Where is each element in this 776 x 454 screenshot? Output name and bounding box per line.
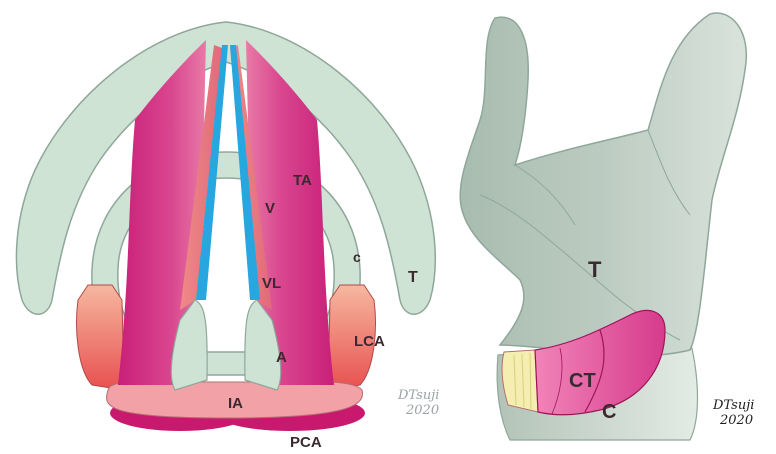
superior-view: TA V VL c T LCA A IA PCA DTsuji 2020 — [16, 22, 439, 451]
label-a: A — [276, 349, 287, 366]
label-t-left: T — [408, 269, 418, 286]
label-c-small: c — [353, 249, 361, 265]
signature-name-right: DTsuji — [712, 398, 754, 413]
label-ta: TA — [293, 172, 312, 189]
label-t-right: T — [588, 257, 602, 282]
signature-year-left: 2020 — [405, 403, 439, 418]
label-vl: VL — [262, 275, 281, 292]
label-pca: PCA — [290, 434, 322, 451]
lateral-view: T CT C DTsuji 2020 — [460, 13, 754, 440]
label-ct: CT — [569, 370, 596, 392]
lca-left — [77, 285, 124, 390]
label-v: V — [265, 200, 275, 217]
cricothyroid-ligament — [502, 350, 538, 412]
signature-name-left: DTsuji — [397, 388, 439, 403]
label-lca: LCA — [354, 333, 385, 350]
label-c-right: C — [602, 401, 616, 423]
label-ia: IA — [228, 395, 243, 412]
signature-year-right: 2020 — [719, 413, 753, 428]
thyroid-cartilage-lateral — [460, 13, 746, 356]
